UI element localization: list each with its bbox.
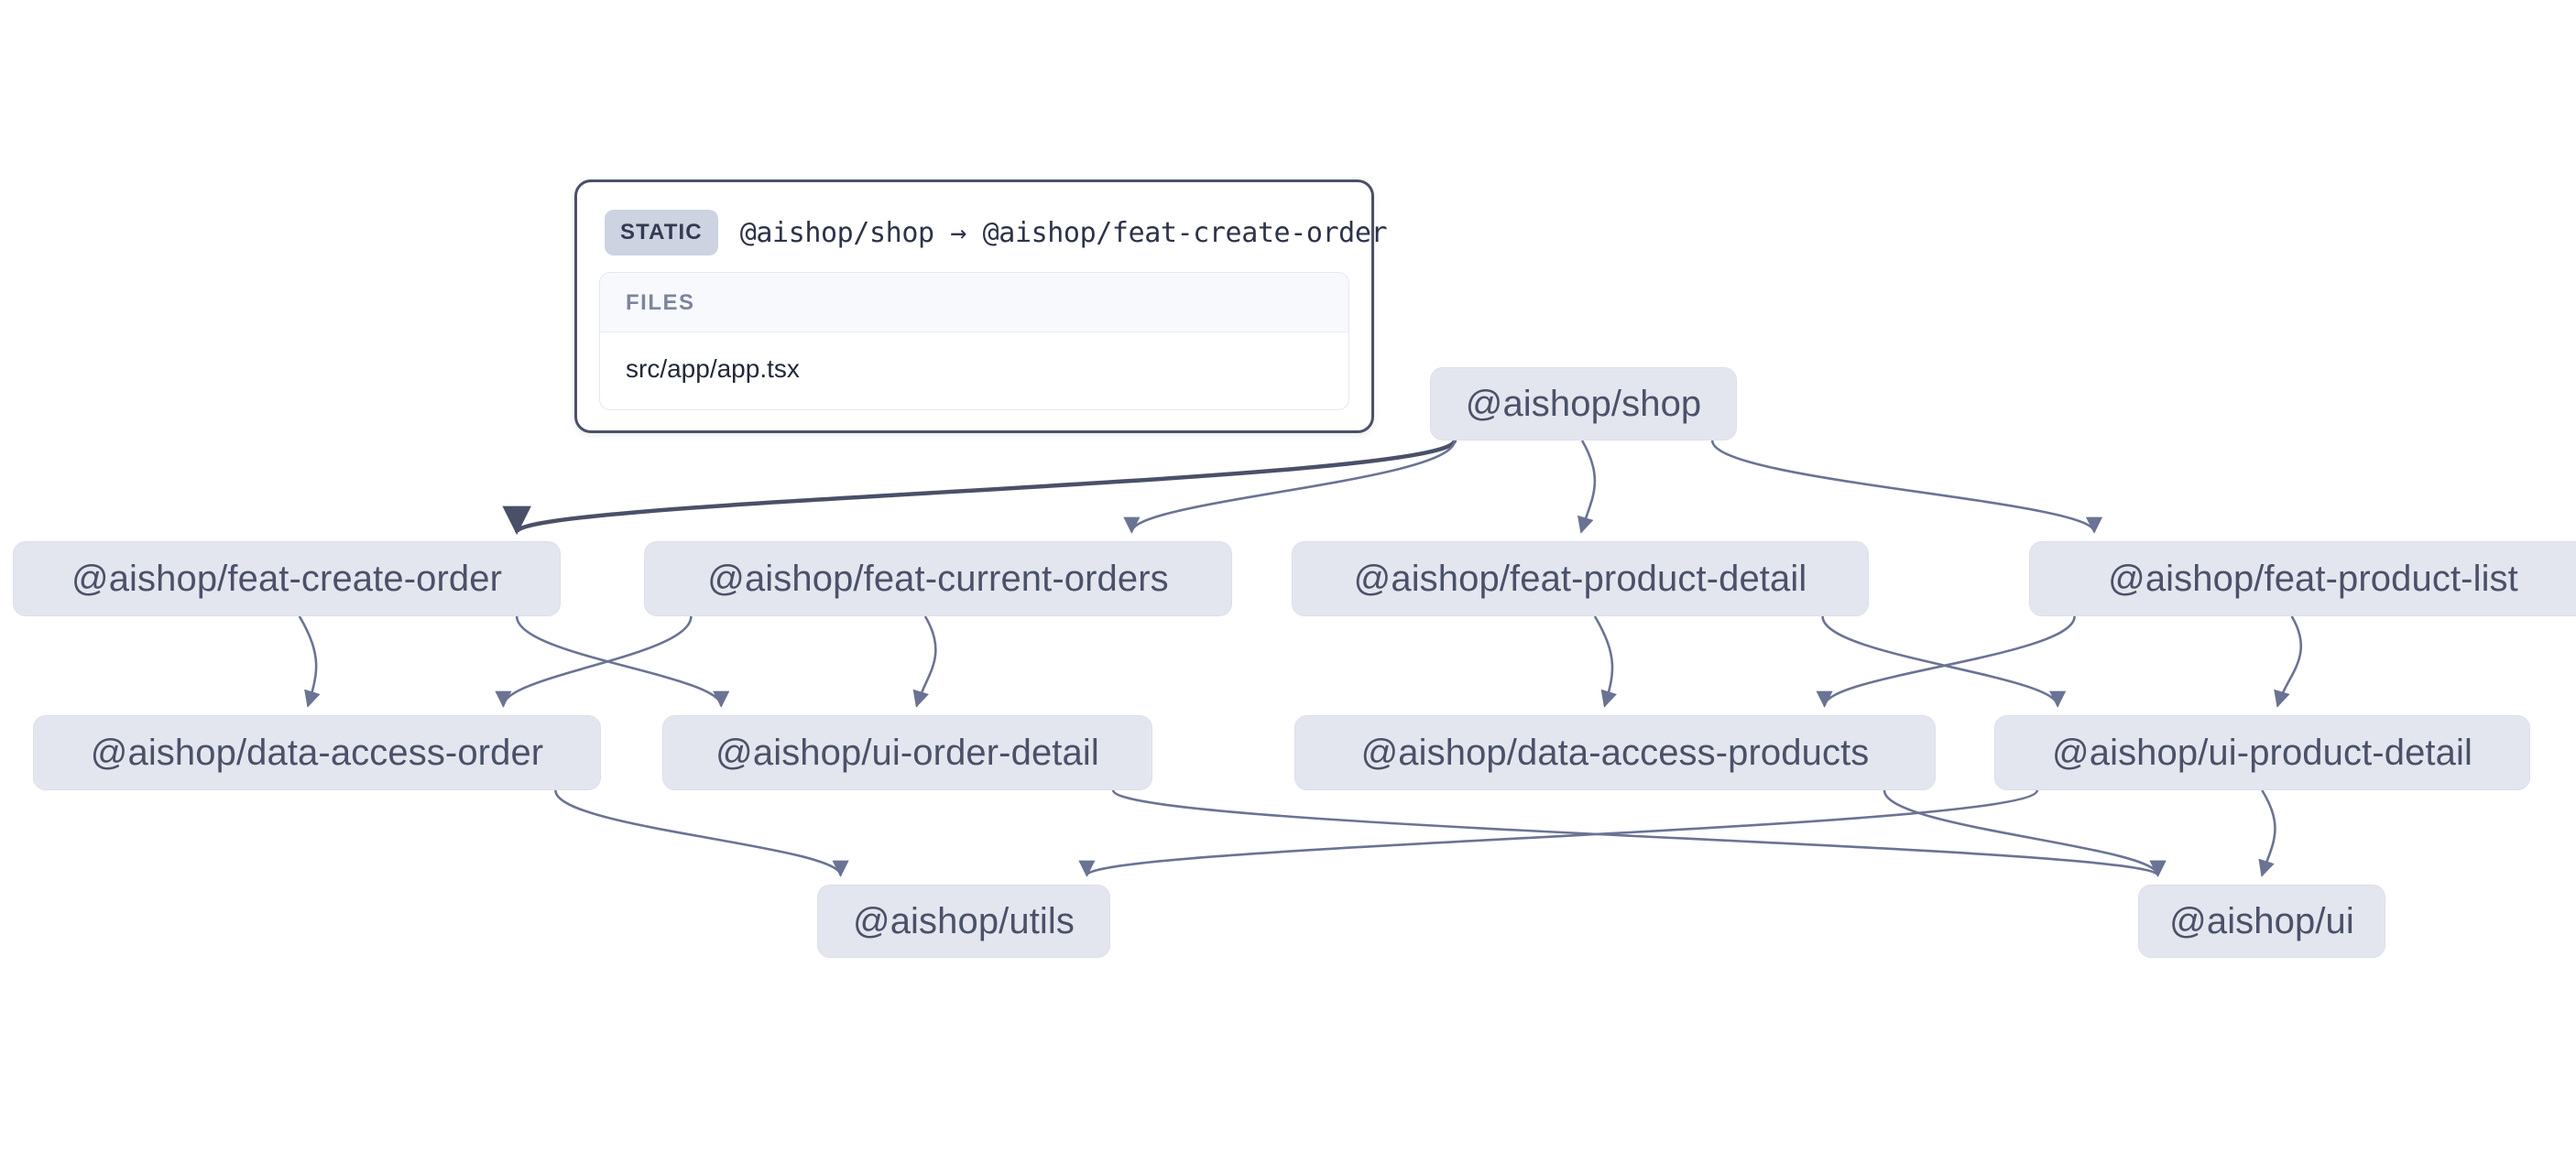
graph-node-label: @aishop/data-access-order xyxy=(90,733,544,773)
graph-node-data-access-products[interactable]: @aishop/data-access-products xyxy=(1294,715,1936,790)
graph-node-label: @aishop/feat-create-order xyxy=(71,559,502,599)
graph-node-label: @aishop/ui xyxy=(2169,901,2354,941)
graph-node-shop[interactable]: @aishop/shop xyxy=(1430,367,1737,440)
graph-edge-ui-product-detail-to-ui[interactable] xyxy=(2258,789,2276,877)
status-badge: STATIC xyxy=(605,210,718,255)
graph-node-ui-product-detail[interactable]: @aishop/ui-product-detail xyxy=(1994,715,2530,790)
graph-edge-feat-product-detail-to-data-access-products[interactable] xyxy=(1593,615,1618,708)
tooltip-header: STATIC @aishop/shop → @aishop/feat-creat… xyxy=(599,202,1388,272)
graph-edge-shop-to-feat-current-orders[interactable] xyxy=(1123,440,1457,534)
tooltip-title: @aishop/shop → @aishop/feat-create-order xyxy=(739,216,1388,249)
graph-edge-feat-current-orders-to-data-access-order[interactable] xyxy=(495,615,693,708)
graph-node-label: @aishop/utils xyxy=(852,901,1075,941)
graph-node-label: @aishop/feat-product-list xyxy=(2108,559,2518,599)
graph-edge-shop-to-feat-create-order[interactable] xyxy=(503,439,1457,536)
graph-node-data-access-order[interactable]: @aishop/data-access-order xyxy=(33,715,601,790)
graph-edge-shop-to-feat-product-list[interactable] xyxy=(1710,440,2102,534)
graph-node-feat-create-order[interactable]: @aishop/feat-create-order xyxy=(13,541,561,616)
graph-edge-shop-to-feat-product-detail[interactable] xyxy=(1577,440,1597,534)
graph-edge-data-access-order-to-utils[interactable] xyxy=(554,789,849,877)
graph-edge-data-access-products-to-ui[interactable] xyxy=(1883,789,2167,877)
graph-edge-ui-product-detail-to-utils[interactable] xyxy=(1078,789,2039,877)
files-list: src/app/app.tsx xyxy=(600,332,1348,409)
graph-node-label: @aishop/shop xyxy=(1465,384,1702,424)
graph-node-label: @aishop/ui-product-detail xyxy=(2052,733,2472,773)
graph-node-ui[interactable]: @aishop/ui xyxy=(2138,885,2385,958)
files-panel: FILES src/app/app.tsx xyxy=(599,272,1349,410)
files-panel-header: FILES xyxy=(600,273,1348,332)
graph-node-ui-order-detail[interactable]: @aishop/ui-order-detail xyxy=(662,715,1152,790)
graph-node-feat-product-detail[interactable]: @aishop/feat-product-detail xyxy=(1292,541,1869,616)
graph-node-feat-product-list[interactable]: @aishop/feat-product-list xyxy=(2029,541,2576,616)
graph-node-label: @aishop/ui-order-detail xyxy=(715,733,1099,773)
graph-edge-feat-product-list-to-data-access-products[interactable] xyxy=(1816,615,2076,708)
graph-edge-feat-create-order-to-ui-order-detail[interactable] xyxy=(515,615,730,708)
graph-edge-ui-order-detail-to-ui[interactable] xyxy=(1111,788,2167,877)
graph-node-utils[interactable]: @aishop/utils xyxy=(817,885,1110,958)
graph-node-label: @aishop/data-access-products xyxy=(1360,733,1870,773)
graph-edge-feat-product-detail-to-ui-product-detail[interactable] xyxy=(1821,615,2067,708)
graph-node-label: @aishop/feat-current-orders xyxy=(707,559,1169,599)
edge-detail-tooltip[interactable]: STATIC @aishop/shop → @aishop/feat-creat… xyxy=(574,179,1388,433)
graph-edge-feat-create-order-to-data-access-order[interactable] xyxy=(298,615,321,708)
graph-node-label: @aishop/feat-product-detail xyxy=(1353,559,1807,599)
graph-edge-feat-current-orders-to-ui-order-detail[interactable] xyxy=(912,615,937,708)
graph-node-feat-current-orders[interactable]: @aishop/feat-current-orders xyxy=(644,541,1232,616)
file-row[interactable]: src/app/app.tsx xyxy=(626,354,800,383)
graph-edge-feat-product-list-to-ui-product-detail[interactable] xyxy=(2274,615,2302,708)
